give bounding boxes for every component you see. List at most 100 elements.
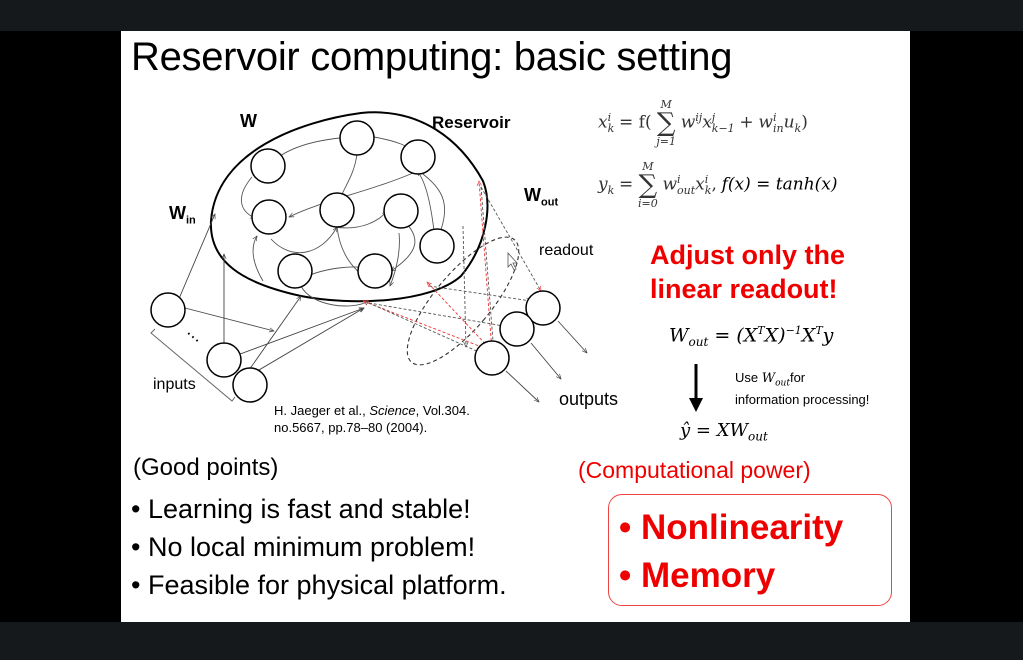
eq2-term1-sup: i bbox=[677, 173, 681, 186]
input-nodes bbox=[150, 292, 268, 403]
eq1-sigma: ∑ bbox=[656, 108, 676, 138]
computational-item: • Nonlinearity bbox=[619, 504, 843, 552]
top-bar bbox=[0, 0, 1023, 31]
citation-line1: H. Jaeger et al., Science, Vol.304. bbox=[274, 402, 470, 419]
wout-rhs-c: X bbox=[801, 324, 816, 347]
yhat-lhs: ŷ bbox=[680, 420, 691, 441]
reservoir-nodes bbox=[250, 120, 455, 289]
reservoir-node bbox=[319, 192, 355, 228]
use-note-line1: Use Woutfor bbox=[735, 370, 869, 392]
citation-journal: Science bbox=[369, 403, 416, 418]
computational-power-list: • Nonlinearity • Memory bbox=[619, 504, 843, 600]
label-w-out-main: W bbox=[524, 185, 541, 205]
eq1-term1: w bbox=[680, 112, 696, 133]
equation-yhat: ŷ = XWout bbox=[680, 420, 768, 444]
output-node bbox=[474, 340, 510, 376]
use-note-pre: Use bbox=[735, 370, 762, 385]
eq2-sum: M ∑ i=0 bbox=[638, 161, 658, 209]
wout-lhs-sub: out bbox=[688, 335, 709, 350]
good-point-text: Learning is fast and stable! bbox=[147, 494, 471, 524]
yhat-sub: out bbox=[748, 429, 768, 444]
output-node bbox=[525, 290, 561, 326]
eq2-sigma: ∑ bbox=[638, 170, 658, 200]
reservoir-node bbox=[419, 228, 455, 264]
output-arrows bbox=[505, 320, 587, 402]
eq1-equals: = f( bbox=[619, 112, 652, 133]
wout-rhs-d: y bbox=[822, 324, 834, 347]
good-points-list: • Learning is fast and stable! • No loca… bbox=[131, 490, 507, 604]
use-note: Use Woutfor information processing! bbox=[735, 370, 869, 408]
label-w-out: Wout bbox=[524, 185, 558, 209]
citation-line2: no.5667, pp.78–80 (2004). bbox=[274, 420, 428, 435]
eq2-lhs: y bbox=[598, 174, 608, 195]
eq1-term2-sup: j bbox=[711, 111, 716, 124]
label-w: W bbox=[240, 111, 257, 131]
label-w-in-main: W bbox=[169, 203, 186, 223]
bullet-icon: • bbox=[131, 494, 141, 524]
label-inputs: inputs bbox=[153, 376, 196, 393]
good-point-item: • Feasible for physical platform. bbox=[131, 566, 507, 604]
eq1-sum: M ∑ j=1 bbox=[656, 99, 676, 147]
reservoir-diagram bbox=[150, 111, 910, 403]
reservoir-node bbox=[277, 253, 313, 289]
eq2-term2-sub: k bbox=[704, 184, 712, 197]
yhat-rhs: = XW bbox=[695, 420, 749, 441]
label-w-in-sub: in bbox=[186, 214, 196, 227]
use-note-post: for bbox=[789, 370, 806, 385]
eq1-term3-sup: i bbox=[772, 111, 777, 124]
equation-wout: Wout = (XTX)−1XTy bbox=[669, 324, 833, 349]
eq2-term1: w bbox=[662, 174, 678, 195]
wout-rhs-b: X) bbox=[764, 324, 786, 347]
eq1-term2-sub: k−1 bbox=[711, 122, 735, 135]
eq1-term3-sub: in bbox=[772, 122, 784, 135]
use-note-w-sub: out bbox=[775, 378, 790, 389]
eq2-term2-sup: i bbox=[704, 173, 709, 186]
adjust-heading: Adjust only the linear readout! bbox=[650, 238, 845, 306]
eq1-plus: + bbox=[739, 112, 754, 133]
inputs-bracket bbox=[150, 328, 236, 402]
reservoir-node bbox=[250, 148, 286, 184]
reservoir-node bbox=[383, 193, 419, 229]
eq1-sum-top: M bbox=[660, 98, 672, 111]
output-node bbox=[499, 311, 535, 347]
down-arrow-icon bbox=[689, 364, 703, 412]
bullet-icon: • bbox=[619, 556, 632, 595]
eq1-term3: w bbox=[758, 112, 773, 133]
bullet-icon: • bbox=[131, 532, 141, 562]
eq2-term2: x bbox=[695, 174, 705, 195]
eq2-sum-bottom: i=0 bbox=[638, 197, 658, 210]
eq1-term4: u bbox=[783, 112, 795, 133]
reservoir-node bbox=[357, 253, 393, 289]
use-note-line2: information processing! bbox=[735, 391, 870, 407]
wout-rhs-c-sup: T bbox=[815, 324, 823, 337]
label-w-out-sub: out bbox=[541, 196, 559, 209]
computational-item-text: Memory bbox=[641, 556, 776, 595]
citation-volume: , Vol.304. bbox=[415, 403, 470, 418]
output-nodes bbox=[474, 290, 561, 376]
eq1-lhs-sub: k bbox=[607, 122, 615, 135]
good-point-item: • No local minimum problem! bbox=[131, 528, 507, 566]
reservoir-node bbox=[400, 139, 436, 175]
mouse-cursor-icon bbox=[507, 251, 518, 271]
eq1-term2: x bbox=[702, 112, 712, 133]
readout-ellipse bbox=[406, 236, 520, 366]
use-note-w: W bbox=[761, 371, 776, 386]
label-readout: readout bbox=[539, 242, 594, 259]
bottom-bar bbox=[0, 622, 1023, 660]
citation-authors: H. Jaeger et al., bbox=[274, 403, 370, 418]
reservoir-node bbox=[339, 120, 375, 156]
good-point-item: • Learning is fast and stable! bbox=[131, 490, 507, 528]
eq2-lhs-sub: k bbox=[607, 183, 615, 197]
eq2-term1-sub: out bbox=[677, 184, 696, 197]
reservoir-boundary bbox=[209, 111, 489, 303]
bullet-icon: • bbox=[619, 508, 632, 547]
label-outputs: outputs bbox=[559, 389, 619, 409]
bullet-icon: • bbox=[131, 570, 141, 600]
wout-rhs-a: = (X bbox=[714, 324, 758, 347]
computational-item: • Memory bbox=[619, 552, 843, 600]
good-point-text: No local minimum problem! bbox=[147, 532, 476, 562]
eq2-equals: = bbox=[619, 174, 634, 195]
eq1-term1-sup: ij bbox=[695, 110, 703, 124]
